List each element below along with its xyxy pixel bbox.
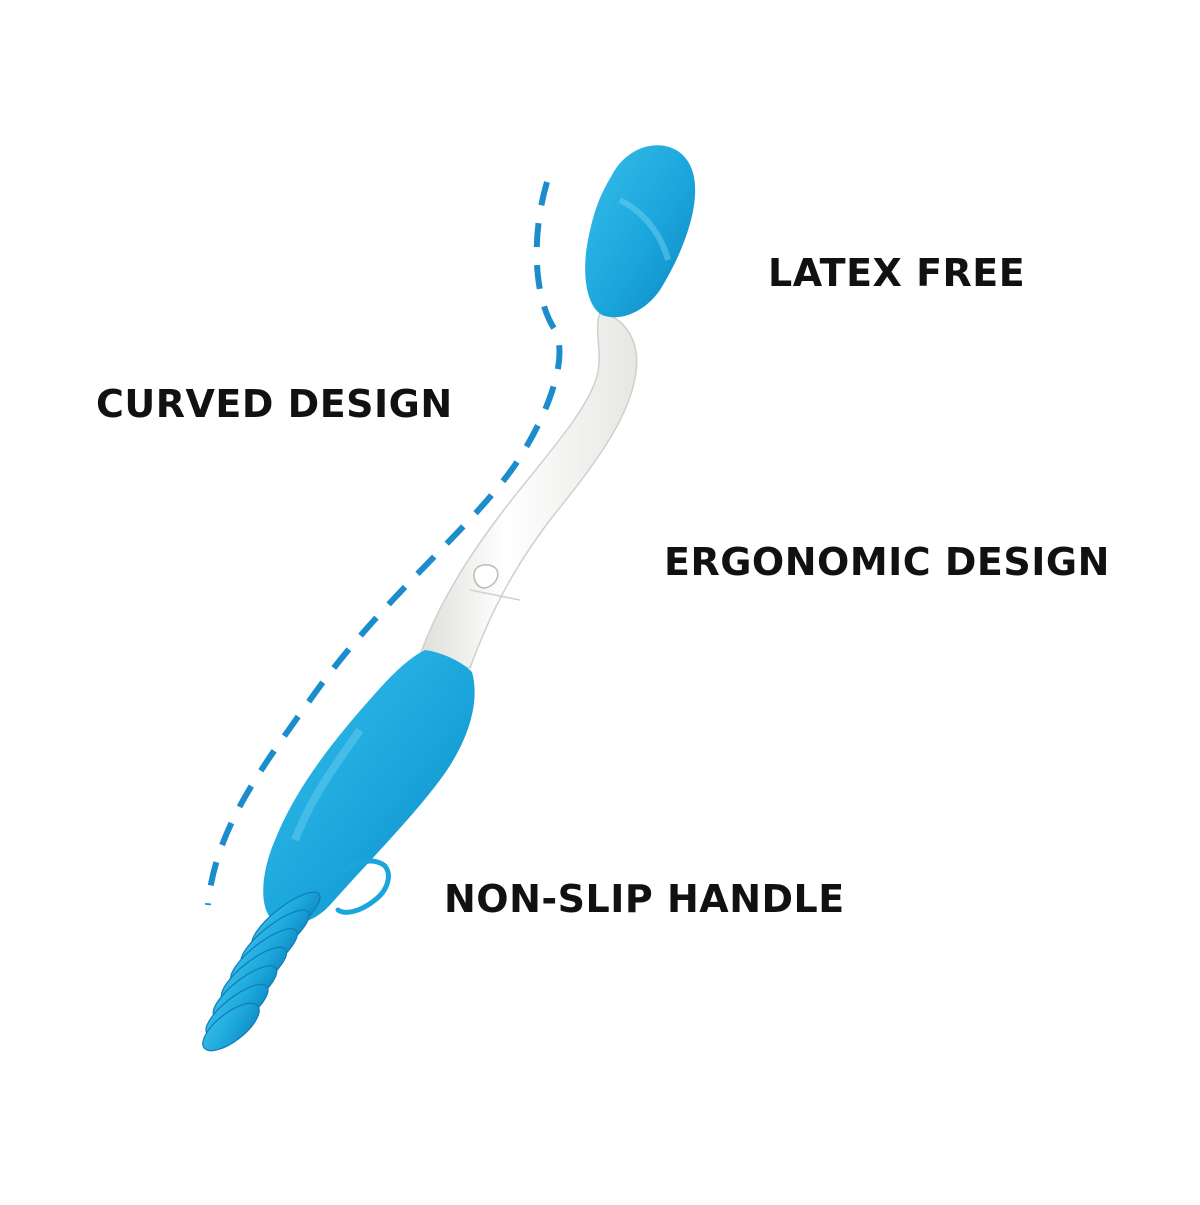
curved-design-label: CURVED DESIGN [96,382,453,426]
latex-free-label: LATEX FREE [768,251,1026,295]
ribbed-grip-end [202,891,321,1052]
hanging-loop [335,858,391,915]
wand-handle [263,650,475,925]
non-slip-handle-label: NON-SLIP HANDLE [444,877,845,921]
head-highlight [618,197,671,261]
ergonomic-design-label: ERGONOMIC DESIGN [664,540,1110,584]
wand-shaft [419,311,638,669]
shaft-joint-clip [473,564,499,589]
curve-guide-dashed-line [205,181,563,906]
handle-highlight [291,727,364,842]
shaft-seam [469,589,521,601]
wand-head [585,145,696,318]
